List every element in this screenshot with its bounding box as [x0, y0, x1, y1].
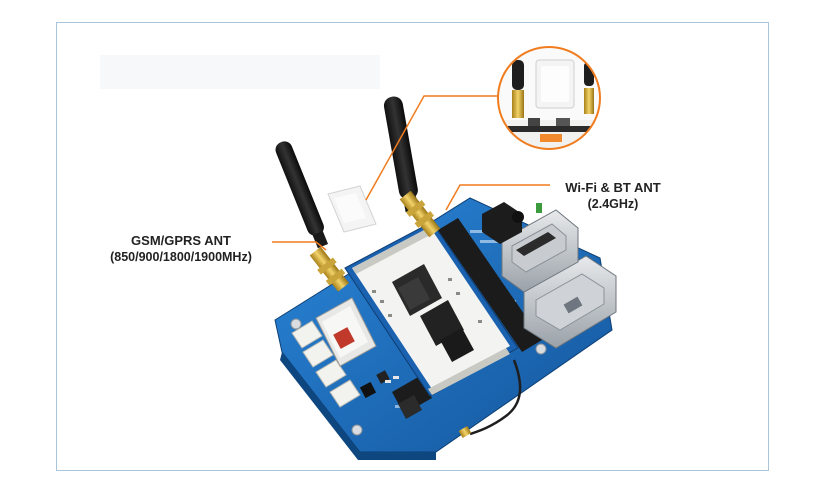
wifi-antenna-title: Wi-Fi & BT ANT — [565, 180, 661, 195]
gsm-antenna — [275, 141, 350, 292]
wifi-antenna — [383, 96, 441, 238]
wifi-antenna-frequency: (2.4GHz) — [587, 197, 639, 211]
callout-lines — [272, 95, 550, 251]
audio-jack — [482, 202, 542, 244]
faint-banner — [100, 55, 380, 89]
antenna-pigtail — [458, 359, 522, 438]
zoom-inset — [497, 46, 601, 150]
jst-connectors — [291, 320, 361, 408]
gsm-antenna-label: GSM/GPRS ANT (850/900/1800/1900MHz) — [92, 233, 270, 265]
wifi-antenna-label: Wi-Fi & BT ANT (2.4GHz) — [548, 180, 678, 212]
gsm-module — [315, 297, 377, 367]
gsm-antenna-title: GSM/GPRS ANT — [131, 233, 231, 248]
sim-card — [327, 185, 377, 233]
header-rail — [438, 218, 542, 352]
compute-module — [344, 221, 519, 397]
gsm-antenna-frequency: (850/900/1800/1900MHz) — [110, 250, 252, 264]
carrier-ics — [359, 370, 432, 419]
